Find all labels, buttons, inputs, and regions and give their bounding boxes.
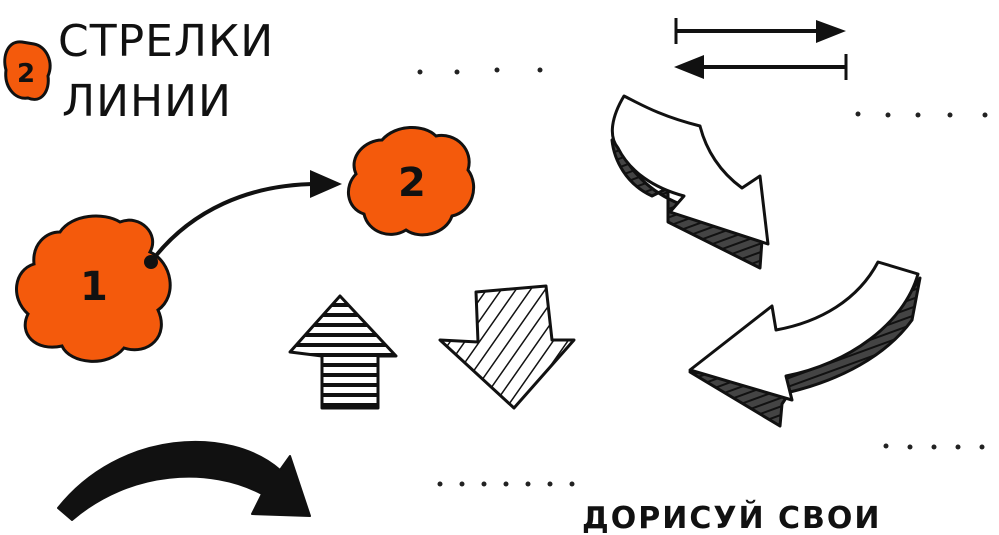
dotted-line: [437, 481, 575, 487]
title-line2: ЛИНИИ: [62, 76, 232, 127]
badge-number: 2: [17, 59, 35, 89]
curved-3d-arrow-left: [688, 260, 922, 428]
curved-3d-arrow-down-face: [610, 94, 770, 246]
header-badge: 2: [3, 40, 52, 101]
bubble-2-blob: [347, 125, 476, 237]
solid-curved-arrow: [57, 440, 311, 521]
hatched-up-arrow: [288, 294, 398, 410]
dotted-lines: [417, 67, 988, 487]
title-line1: СТРЕЛКИ: [58, 16, 274, 67]
dotted-line: [855, 111, 988, 118]
bubble-1-number: 1: [80, 264, 108, 310]
bubble-1: 1: [15, 214, 172, 363]
connector-arrowhead: [310, 170, 342, 198]
double-line-arrows: [674, 18, 848, 80]
curved-3d-arrow-down: [610, 94, 770, 270]
curved-3d-arrow-left-face: [688, 260, 920, 402]
dotted-line: [417, 67, 543, 75]
arrow-left-line: [674, 54, 848, 80]
page-title: СТРЕЛКИ ЛИНИИ: [58, 16, 274, 127]
footer-caption: ДОРИСУЙ СВОИ: [582, 500, 882, 535]
dotted-line: [883, 443, 985, 450]
bubble-2: 2: [347, 125, 476, 237]
hatched-down-arrow: [438, 284, 576, 410]
arrow-right-line: [674, 18, 846, 44]
bubble-2-number: 2: [398, 160, 426, 206]
connector-arrow: [144, 170, 342, 269]
bubble-1-blob: [15, 214, 172, 363]
badge-blob: [3, 40, 52, 101]
